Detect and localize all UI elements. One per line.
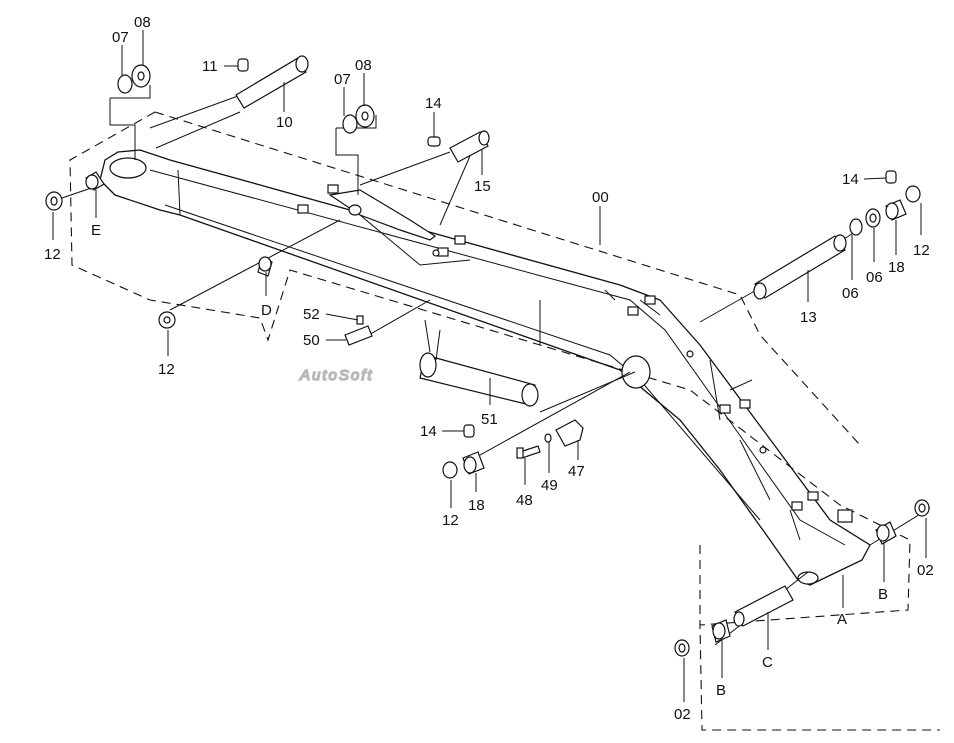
callout-12: 12 [158,361,175,378]
callout-07: 07 [112,29,129,46]
callout-51: 51 [481,411,498,428]
callout-06: 06 [866,269,883,286]
callout-08: 08 [355,57,372,74]
boom-main-body [99,149,871,586]
callout-A: A [837,611,847,628]
callout-06: 06 [842,285,859,302]
callout-49: 49 [541,477,558,494]
callout-15: 15 [474,178,491,195]
cylinder-51 [419,319,539,407]
callout-00: 00 [592,189,609,206]
callout-07: 07 [334,71,351,88]
callout-14: 14 [420,423,437,440]
callout-14: 14 [842,171,859,188]
dashed-group-boundaries [69,111,940,731]
leader-lines [61,95,931,646]
callout-18: 18 [888,259,905,276]
callout-12: 12 [44,246,61,263]
callout-13: 13 [800,309,817,326]
watermark: AutoSoft [299,367,374,384]
callout-11: 11 [202,58,218,75]
callout-B: B [878,586,888,603]
callout-02: 02 [674,706,691,723]
callout-47: 47 [568,463,585,480]
callout-B: B [716,682,726,699]
callout-D: D [261,302,272,319]
callout-02: 02 [917,562,934,579]
callout-12: 12 [442,512,459,529]
callout-08: 08 [134,14,151,31]
callout-18: 18 [468,497,485,514]
callout-52: 52 [303,306,320,323]
callout-C: C [762,654,773,671]
callout-48: 48 [516,492,533,509]
callout-12: 12 [913,242,930,259]
callout-14: 14 [425,95,442,112]
callout-50: 50 [303,332,320,349]
callout-labels: 07 08 11 10 07 08 14 15 00 14 12 18 06 0… [44,14,934,723]
callout-E: E [91,222,101,239]
pins-and-parts [45,55,930,657]
callout-10: 10 [276,114,293,131]
callout-leaders [52,30,927,702]
